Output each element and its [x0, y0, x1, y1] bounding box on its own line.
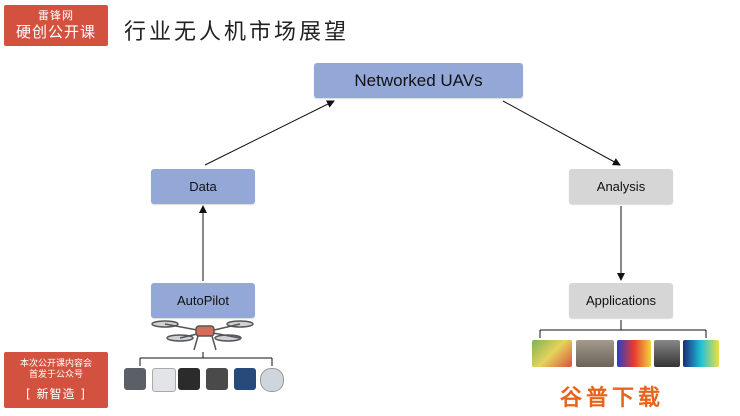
device-camera-icon	[124, 368, 146, 390]
brand-line-2: 硬创公开课	[15, 23, 96, 41]
node-analysis: Analysis	[569, 169, 673, 204]
applications-bracket	[539, 320, 707, 338]
promo-badge: 本次公开课内容会 首发于公众号 [ 新智造 ]	[4, 352, 108, 408]
page-title: 行业无人机市场展望	[124, 20, 350, 45]
device-module-icon	[206, 368, 228, 390]
brand-line-1: 雷锋网	[38, 9, 74, 22]
devices-bracket	[139, 352, 273, 366]
device-gimbal-icon	[178, 368, 200, 390]
promo-line-1: 本次公开课内容会	[19, 359, 92, 369]
app-heatmap-icon	[617, 340, 651, 367]
brand-badge: 雷锋网 硬创公开课	[4, 5, 108, 46]
drone-icon	[151, 320, 254, 351]
node-autopilot: AutoPilot	[151, 283, 255, 318]
app-elevation-icon	[683, 340, 719, 367]
device-controller-icon	[234, 368, 256, 390]
promo-line-2: 首发于公众号	[28, 370, 83, 380]
promo-line-3: [ 新智造 ]	[26, 387, 86, 401]
arrow-data-to-uavs	[204, 100, 335, 166]
node-data: Data	[151, 169, 255, 204]
device-lidar-icon	[260, 368, 284, 392]
device-sensor-icon	[152, 368, 176, 392]
node-applications: Applications	[569, 283, 673, 318]
node-networked-uavs: Networked UAVs	[314, 63, 523, 98]
app-pointcloud-icon	[654, 340, 680, 367]
watermark-logo: 谷普下载	[560, 386, 665, 411]
app-3d-model-icon	[576, 340, 614, 367]
app-terrain-map-icon	[532, 340, 572, 367]
arrow-uavs-to-analysis	[502, 100, 621, 166]
